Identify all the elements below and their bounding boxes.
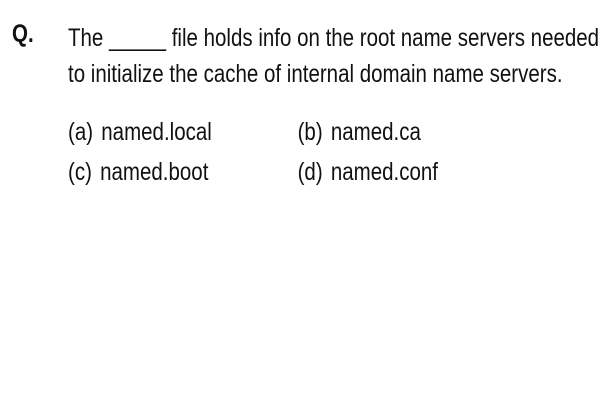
option-a-text: named.local [101,118,212,146]
options-row-1: (a) named.local (b) named.ca [68,112,560,152]
option-d[interactable]: (d) named.conf [298,152,438,192]
option-d-letter: (d) [297,158,323,186]
option-a-letter: (a) [68,118,94,146]
option-b[interactable]: (b) named.ca [298,112,421,152]
option-b-letter: (b) [297,118,323,146]
answer-options: (a) named.local (b) named.ca (c) named.boot… [68,112,560,192]
option-b-text: named.ca [330,118,421,146]
question-line-1: The _____ file holds info on the root na… [68,24,600,52]
option-c-letter: (c) [68,158,92,186]
question-label: Q. [12,20,34,48]
option-a[interactable]: (a) named.local [68,112,212,152]
options-row-2: (c) named.boot (d) named.conf [68,152,560,192]
option-d-text: named.conf [330,158,438,186]
question-text: The _____ file holds info on the root na… [68,20,600,92]
question-line-2: to initialize the cache of internal doma… [68,60,563,88]
option-c-text: named.boot [100,158,209,186]
option-c[interactable]: (c) named.boot [68,152,208,192]
